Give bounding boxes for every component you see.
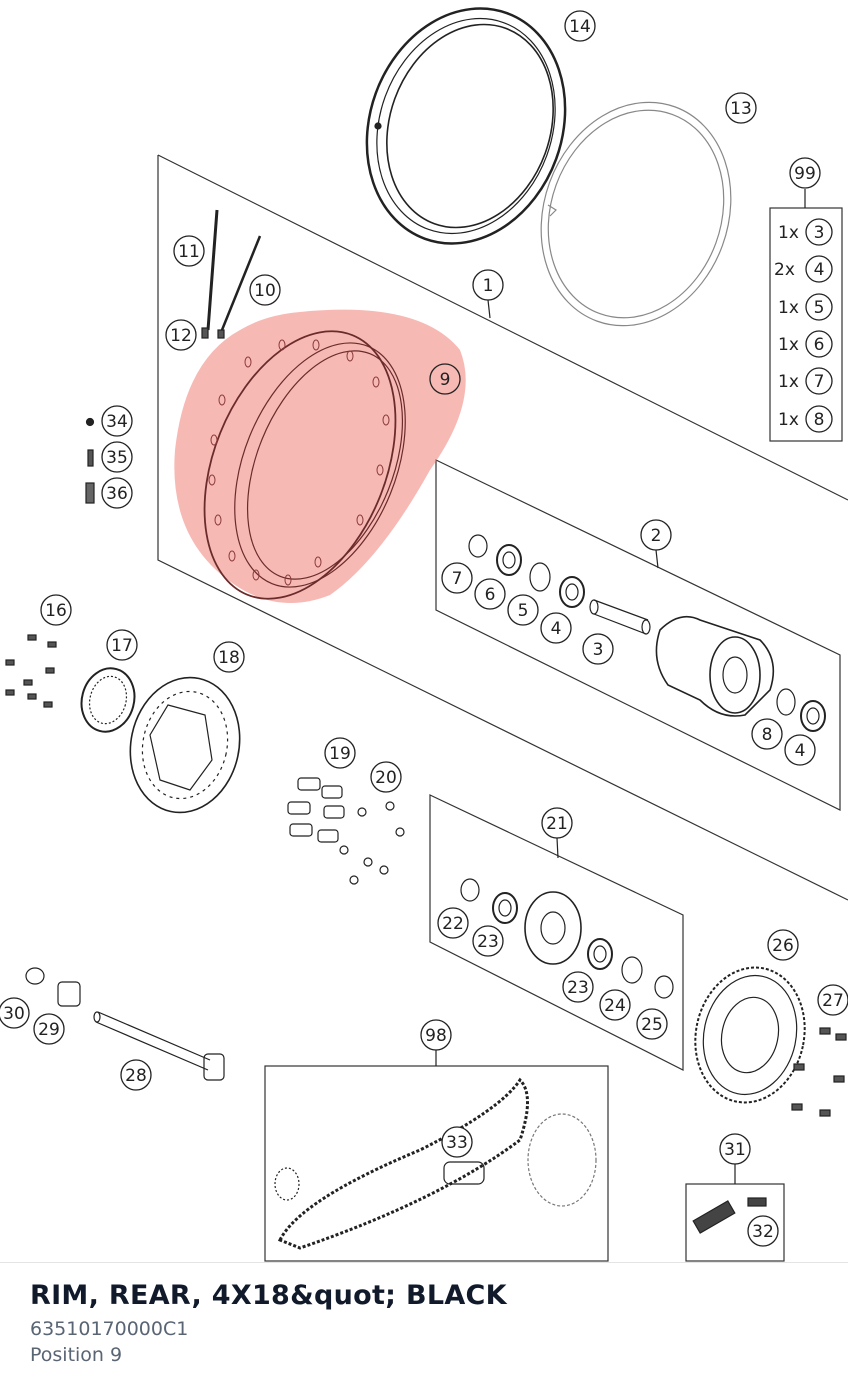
callout-34: 34 xyxy=(106,412,128,432)
callout-14: 14 xyxy=(569,17,591,37)
callout-24: 24 xyxy=(604,996,626,1016)
callout-5: 5 xyxy=(518,601,529,621)
leader-21 xyxy=(556,837,559,859)
callout-1: 1 xyxy=(483,276,494,296)
brake-disc-18 xyxy=(129,676,241,814)
valve-35 xyxy=(87,449,94,467)
damper-19 xyxy=(287,777,345,843)
rim-9 xyxy=(203,330,406,600)
callout-26: 26 xyxy=(772,936,794,956)
leader-2 xyxy=(655,549,659,569)
callout-6: 6 xyxy=(485,585,496,605)
hub-frame-21 xyxy=(429,794,684,1071)
callout-25: 25 xyxy=(641,1015,663,1035)
kit-qty-5: 1x xyxy=(778,372,799,392)
callout-13: 13 xyxy=(730,99,752,119)
callout-8: 8 xyxy=(762,725,773,745)
callout-23b: 23 xyxy=(567,978,589,998)
callout-4b: 4 xyxy=(795,741,806,761)
info-panel-divider xyxy=(0,1262,848,1263)
callout-11: 11 xyxy=(178,242,200,262)
callout-9-circle xyxy=(429,363,461,395)
callout-23a: 23 xyxy=(477,932,499,952)
kit-part-2: 4 xyxy=(814,260,825,280)
kit-part-3: 5 xyxy=(814,298,825,318)
callout-4a: 4 xyxy=(551,619,562,639)
rim-highlight xyxy=(174,309,466,603)
kit-part-4: 6 xyxy=(814,335,825,355)
kit-part-1: 3 xyxy=(814,223,825,243)
callout-21: 21 xyxy=(546,814,568,834)
leader-1 xyxy=(487,299,491,319)
kit-99-part-circles xyxy=(805,218,833,433)
callout-20: 20 xyxy=(375,768,397,788)
hub-2-parts xyxy=(468,534,826,732)
callout-28: 28 xyxy=(125,1066,147,1086)
bolts-16 xyxy=(5,634,57,708)
part-number: 63510170000C1 xyxy=(30,1318,189,1340)
assembly-frame-1 xyxy=(157,154,848,901)
kit-part-5: 7 xyxy=(814,372,825,392)
callout-35: 35 xyxy=(106,448,128,468)
callout-18: 18 xyxy=(218,648,240,668)
callout-16: 16 xyxy=(45,601,67,621)
callout-36: 36 xyxy=(106,484,128,504)
kit-part-6: 8 xyxy=(814,410,825,430)
hub-frame-2 xyxy=(435,459,841,811)
spoke-10 xyxy=(220,235,262,331)
callout-3: 3 xyxy=(593,640,604,660)
callout-19: 19 xyxy=(329,744,351,764)
part-position: Position 9 xyxy=(30,1344,123,1366)
callout-27: 27 xyxy=(822,991,844,1011)
callout-31: 31 xyxy=(724,1140,746,1160)
callout-circles xyxy=(0,10,848,1247)
chain-kit-frame-98 xyxy=(264,1065,609,1262)
chain-link-31 xyxy=(692,1197,767,1234)
callout-7: 7 xyxy=(452,569,463,589)
callout-33: 33 xyxy=(446,1133,468,1153)
kit-qty-3: 1x xyxy=(778,298,799,318)
part-info-panel: RIM, REAR, 4X18&quot; BLACK 63510170000C… xyxy=(30,1276,830,1368)
part-title: RIM, REAR, 4X18&quot; BLACK xyxy=(30,1280,507,1311)
callout-99: 99 xyxy=(794,164,816,184)
callout-17: 17 xyxy=(111,636,133,656)
callout-2: 2 xyxy=(651,526,662,546)
exploded-parts-diagram: 1x 2x 1x 1x 1x 1x 3 4 5 6 7 8 14 xyxy=(0,7,848,1262)
kit-qty-1: 1x xyxy=(778,223,799,243)
nut-30 xyxy=(25,967,45,985)
kit-frame-99 xyxy=(769,207,843,442)
callout-10: 10 xyxy=(254,281,276,301)
callout-22: 22 xyxy=(442,914,464,934)
kit-qty-4: 1x xyxy=(778,335,799,355)
callout-9[interactable]: 9 xyxy=(440,370,451,390)
spoke-11 xyxy=(206,209,219,331)
callout-29: 29 xyxy=(38,1020,60,1040)
tube-13 xyxy=(540,101,732,327)
nuts-20 xyxy=(339,801,405,885)
axle-28 xyxy=(93,1011,225,1081)
valve-36 xyxy=(85,482,95,504)
sprocket-26 xyxy=(694,966,806,1104)
spacer-29 xyxy=(57,981,81,1007)
nipple-12 xyxy=(201,327,225,339)
hub-21-parts xyxy=(460,878,674,999)
kit-qty-6: 1x xyxy=(778,410,799,430)
chain-kit-98 xyxy=(274,1077,597,1250)
bolts-27 xyxy=(791,1027,847,1117)
callout-12: 12 xyxy=(170,326,192,346)
valve-cap-34 xyxy=(85,417,95,427)
callout-98: 98 xyxy=(425,1026,447,1046)
sensor-ring-17 xyxy=(80,667,136,733)
tyre-14 xyxy=(365,7,567,245)
kit-qty-2: 2x xyxy=(774,260,795,280)
kit-99-table: 1x 2x 1x 1x 1x 1x xyxy=(774,223,799,430)
callout-32: 32 xyxy=(752,1222,774,1242)
callout-30: 30 xyxy=(3,1004,25,1024)
